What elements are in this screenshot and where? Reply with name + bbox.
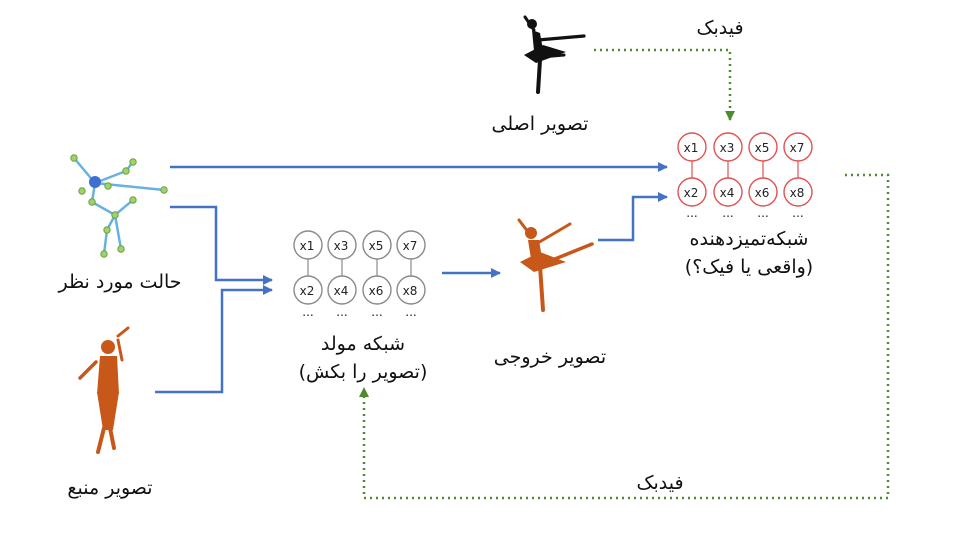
arrow-source-to-generator bbox=[155, 285, 273, 394]
real-image-label: تصویر اصلی bbox=[491, 113, 589, 135]
source-image-label: تصویر منبع bbox=[67, 477, 153, 499]
discriminator-network: x1 x3 x5 x7 x2 x4 x6 x8 ... ... ... ... bbox=[677, 132, 813, 220]
generator-node-label: x6 bbox=[369, 284, 384, 298]
discriminator-subtitle: (واقعی یا فیک؟) bbox=[684, 256, 814, 278]
output-image-label: تصویر خروجی bbox=[493, 346, 607, 368]
generator-ellipsis: ... bbox=[302, 305, 313, 319]
generator-node-label: x2 bbox=[300, 284, 315, 298]
discriminator-node-label: x8 bbox=[790, 186, 805, 200]
generator-subtitle: (تصویر را بکش) bbox=[298, 361, 428, 383]
discriminator-ellipsis: ... bbox=[722, 206, 733, 220]
discriminator-node-label: x4 bbox=[720, 186, 735, 200]
ballerina-black-icon bbox=[523, 15, 586, 94]
generator-node-label: x8 bbox=[403, 284, 418, 298]
generator-ellipsis: ... bbox=[336, 305, 347, 319]
generator-node-label: x3 bbox=[334, 239, 349, 253]
discriminator-title: شبکه‌تمیزدهنده bbox=[689, 228, 809, 250]
pose-label: حالت مورد نظر bbox=[58, 271, 182, 293]
discriminator-node-label: x1 bbox=[684, 141, 699, 155]
discriminator-ellipsis: ... bbox=[792, 206, 803, 220]
pose-skeleton-icon bbox=[70, 154, 168, 258]
generator-network: x1 x3 x5 x7 x2 x4 x6 x8 ... ... ... ... bbox=[293, 230, 426, 319]
generator-title: شبکه مولد bbox=[320, 333, 406, 355]
discriminator-node-label: x5 bbox=[755, 141, 770, 155]
discriminator-ellipsis: ... bbox=[757, 206, 768, 220]
feedback-bottom-label: فیدبک bbox=[636, 472, 684, 494]
arrow-output-to-discriminator bbox=[598, 192, 668, 242]
discriminator-node-label: x7 bbox=[790, 141, 805, 155]
generator-node-label: x1 bbox=[300, 239, 315, 253]
discriminator-ellipsis: ... bbox=[686, 206, 697, 220]
arrow-pose-to-generator bbox=[170, 205, 273, 285]
generator-ellipsis: ... bbox=[405, 305, 416, 319]
feedback-discriminator-to-generator bbox=[359, 173, 890, 500]
feedback-loops bbox=[359, 48, 890, 500]
generator-node-label: x5 bbox=[369, 239, 384, 253]
ballerina-orange-icon bbox=[517, 218, 594, 312]
feedback-top-label: فیدبک bbox=[696, 17, 744, 39]
dancer-orange-icon bbox=[78, 326, 130, 454]
generator-node-label: x4 bbox=[334, 284, 349, 298]
generator-node-label: x7 bbox=[403, 239, 418, 253]
feedback-real-to-discriminator bbox=[594, 48, 735, 121]
discriminator-node-label: x3 bbox=[720, 141, 735, 155]
generator-ellipsis: ... bbox=[371, 305, 382, 319]
discriminator-node-label: x6 bbox=[755, 186, 770, 200]
discriminator-node-label: x2 bbox=[684, 186, 699, 200]
flow-arrows bbox=[155, 162, 668, 394]
